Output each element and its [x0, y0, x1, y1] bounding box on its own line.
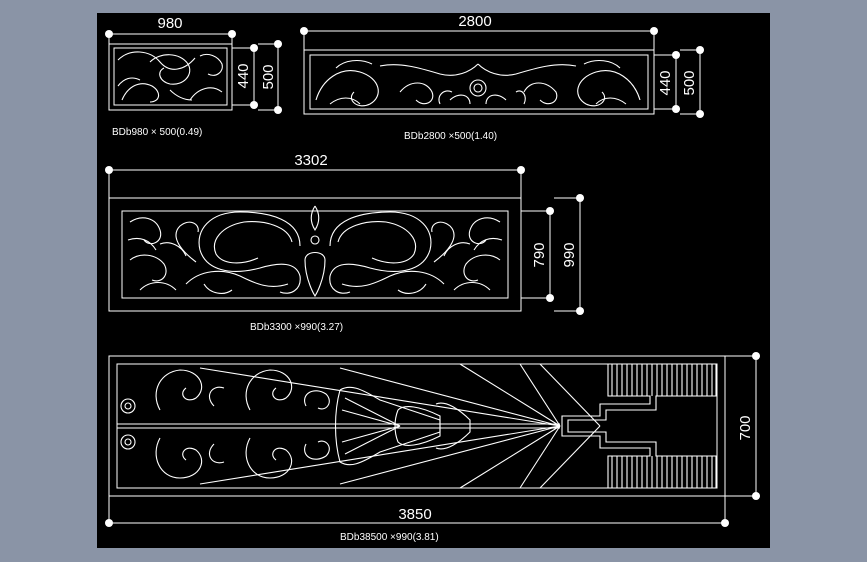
panel-3850x990: 700 3850 BDb38500 ×990(3.81) [105, 352, 760, 543]
panel4-outer-frame [108, 355, 726, 497]
panel4-inner-frame [116, 363, 718, 489]
panel2-outer-frame [303, 49, 655, 115]
panel3-inner-frame [121, 210, 509, 299]
panel-980x500: 980 440 500 BDb980 × 500(0.49) [105, 15, 282, 138]
panel2-inner-height-dim: 440 [657, 70, 674, 95]
panel4-caption: BDb38500 ×990(3.81) [340, 532, 439, 543]
panel1-width-dim: 980 [157, 15, 182, 32]
drawing-canvas: 980 440 500 BDb980 × 500(0.49) [97, 13, 770, 548]
panel2-ornament [315, 59, 641, 107]
panel1-inner-height-dim: 440 [235, 63, 252, 88]
panel-3300x990: 3302 790 990 BDb3300 ×990(3.27) [105, 152, 584, 333]
panel3-width-dim: 3302 [294, 152, 327, 169]
panel2-outer-height-dim: 500 [681, 70, 698, 95]
panel1-caption: BDb980 × 500(0.49) [112, 127, 202, 138]
panel4-width-dim: 3850 [398, 506, 431, 523]
panel2-width-dim: 2800 [458, 13, 491, 30]
panel3-inner-height-dim: 790 [531, 242, 548, 267]
panel1-inner-frame [113, 47, 228, 106]
panel3-outer-height-dim: 990 [561, 242, 578, 267]
panel2-caption: BDb2800 ×500(1.40) [404, 131, 497, 142]
panel3-ornament [127, 205, 503, 298]
panel1-ornament [117, 51, 223, 103]
panel3-caption: BDb3300 ×990(3.27) [250, 322, 343, 333]
panel4-ornament [117, 363, 717, 489]
panel4-height-dim: 700 [737, 415, 754, 440]
panel-2800x500: 2800 440 500 BDb2800 ×500(1.40) [300, 13, 704, 142]
panel1-outer-height-dim: 500 [260, 64, 277, 89]
panel2-inner-frame [309, 54, 649, 110]
panel4-hatch [611, 364, 713, 488]
panel1-outer-frame [108, 43, 233, 111]
panel3-outer-frame [108, 197, 522, 312]
